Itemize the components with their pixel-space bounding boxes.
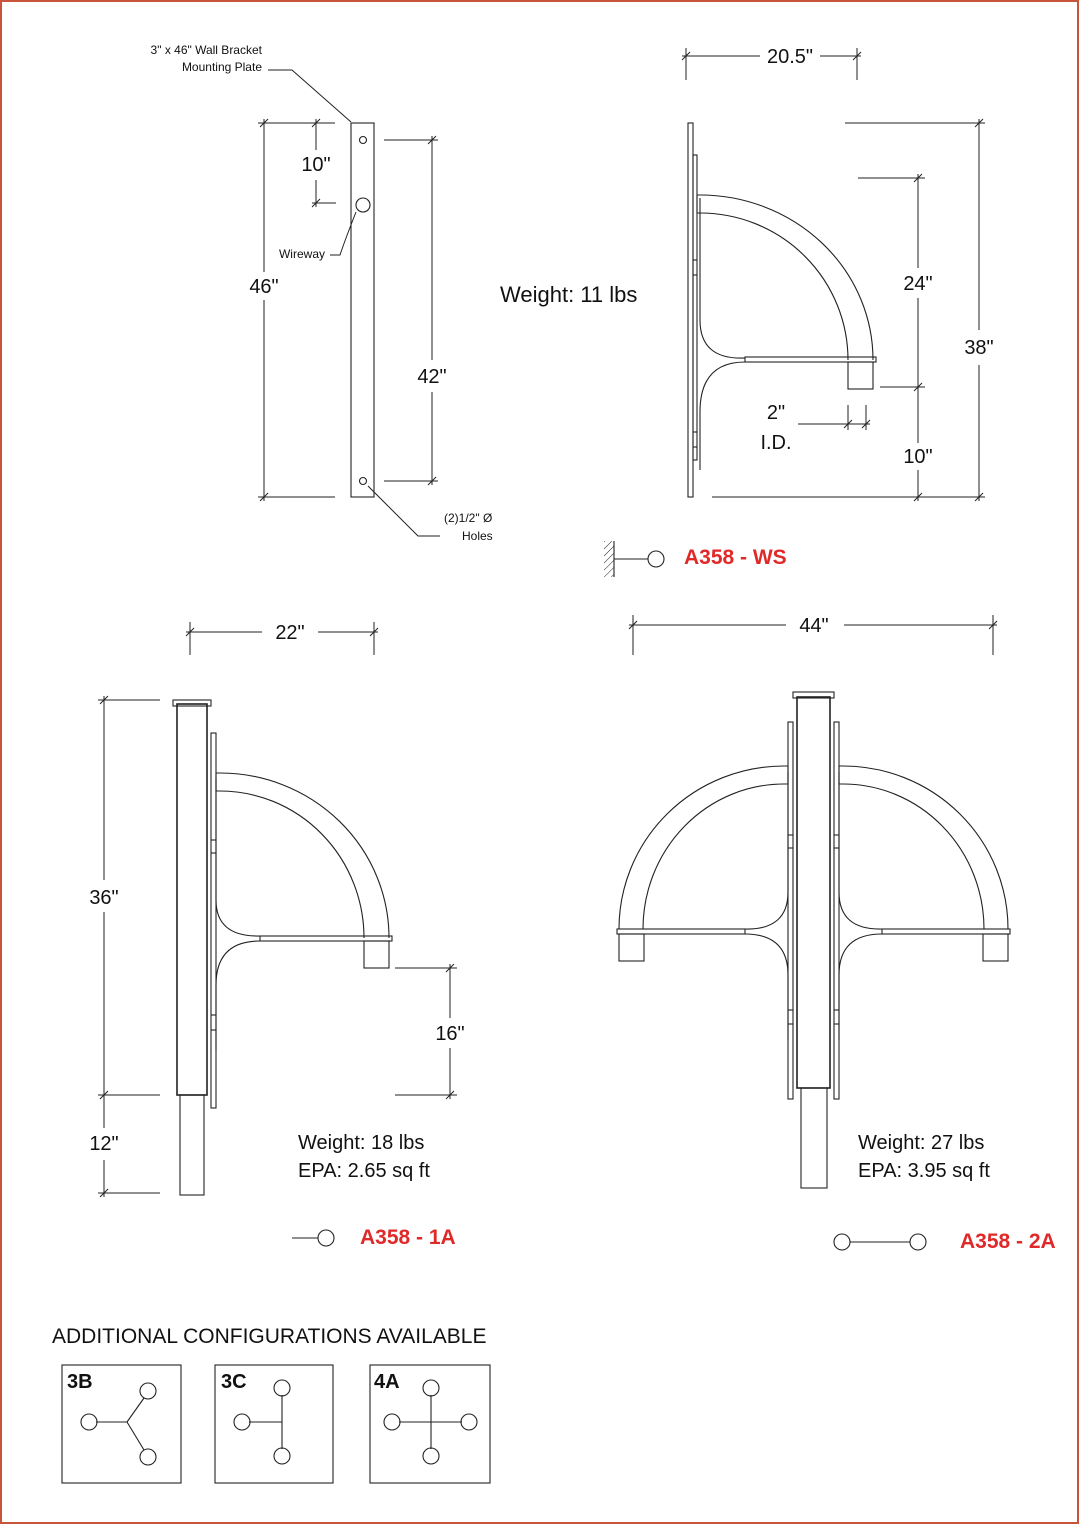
ws-weight: Weight: 11 lbs [500, 282, 637, 307]
config-4a-label: 4A [374, 1371, 400, 1393]
additional-title: ADDITIONAL CONFIGURATIONS AVAILABLE [52, 1325, 486, 1348]
one-a-pole [176, 703, 208, 1096]
one-a-view: 22" 36" 12" 16" Weight: 18 lbs EPA: 2.65… [89, 622, 465, 1249]
ws-code: A358 - WS [684, 546, 787, 569]
config-3b-label: 3B [67, 1371, 93, 1393]
holes-label-line1: (2)1/2" Ø [444, 511, 492, 525]
ws-dim-hole-span: 42" [417, 366, 446, 388]
ws-arm-inner [697, 212, 849, 361]
config-3c-label: 3C [221, 1371, 247, 1393]
node-icon [422, 1379, 440, 1397]
plate-label-line1: 3" x 46" Wall Bracket [151, 43, 263, 57]
two-a-code: A358 - 2A [960, 1230, 1056, 1253]
two-a-view: 44" Weight: 27 lbs EPA: 3.95 sq ft A358 … [616, 615, 1056, 1253]
ws-dim-bottom: 10" [903, 446, 932, 468]
fixture-node-icon [647, 550, 665, 568]
wall-plate-view: 3" x 46" Wall Bracket Mounting Plate Wir… [151, 43, 493, 543]
one-a-code: A358 - 1A [360, 1226, 456, 1249]
ws-wall-plate [687, 122, 694, 498]
one-a-dim-height: 36" [89, 887, 118, 909]
two-a-node-left-icon [833, 1233, 851, 1251]
one-a-dim-width: 22" [275, 622, 304, 644]
two-a-weight: Weight: 27 lbs [858, 1132, 984, 1154]
bottom-hole [358, 476, 368, 486]
ws-dim-top: 10" [301, 154, 330, 176]
wireway-hole [355, 197, 371, 213]
node-icon [460, 1413, 478, 1431]
config-3c: 3C [214, 1364, 334, 1484]
two-a-node-right-icon [909, 1233, 927, 1251]
one-a-epa: EPA: 2.65 sq ft [298, 1160, 430, 1182]
node-icon [233, 1413, 251, 1431]
two-a-dim-width: 44" [799, 615, 828, 637]
one-a-weight: Weight: 18 lbs [298, 1132, 424, 1154]
wall-hatch-icon [604, 541, 614, 577]
config-3b: 3B [61, 1364, 182, 1484]
ws-dim-width: 20.5" [767, 46, 813, 68]
ws-dim-arm: 24" [903, 273, 932, 295]
two-a-tenon [800, 1087, 828, 1189]
ws-dim-id-line2: I.D. [760, 432, 791, 454]
holes-label-line2: Holes [462, 529, 493, 543]
ws-dim-height: 46" [249, 276, 278, 298]
two-a-pole [796, 696, 831, 1089]
mounting-plate [350, 122, 375, 498]
node-icon [139, 1448, 157, 1466]
one-a-dim-drop: 16" [435, 1023, 464, 1045]
config-4a: 4A [369, 1364, 491, 1484]
one-a-dim-tenon: 12" [89, 1133, 118, 1155]
ws-dim-total: 38" [964, 337, 993, 359]
node-icon [139, 1382, 157, 1400]
node-icon [383, 1413, 401, 1431]
ws-side-view: 20.5" 38" 24" 10" 2" I.D. Weight: 11 lbs [500, 46, 994, 577]
two-a-epa: EPA: 3.95 sq ft [858, 1160, 990, 1182]
node-icon [273, 1379, 291, 1397]
wireway-label: Wireway [279, 247, 325, 261]
additional-configurations: ADDITIONAL CONFIGURATIONS AVAILABLE 3B 3… [52, 1325, 491, 1484]
ws-tenon [847, 361, 874, 390]
node-icon [273, 1447, 291, 1465]
node-icon [80, 1413, 98, 1431]
ws-dim-id-line1: 2" [767, 402, 785, 424]
ws-arm-outer [697, 194, 874, 361]
node-icon [422, 1447, 440, 1465]
plate-label-line2: Mounting Plate [182, 60, 262, 74]
one-a-tenon [179, 1094, 205, 1196]
one-a-node-icon [317, 1229, 335, 1247]
top-hole [358, 135, 368, 145]
